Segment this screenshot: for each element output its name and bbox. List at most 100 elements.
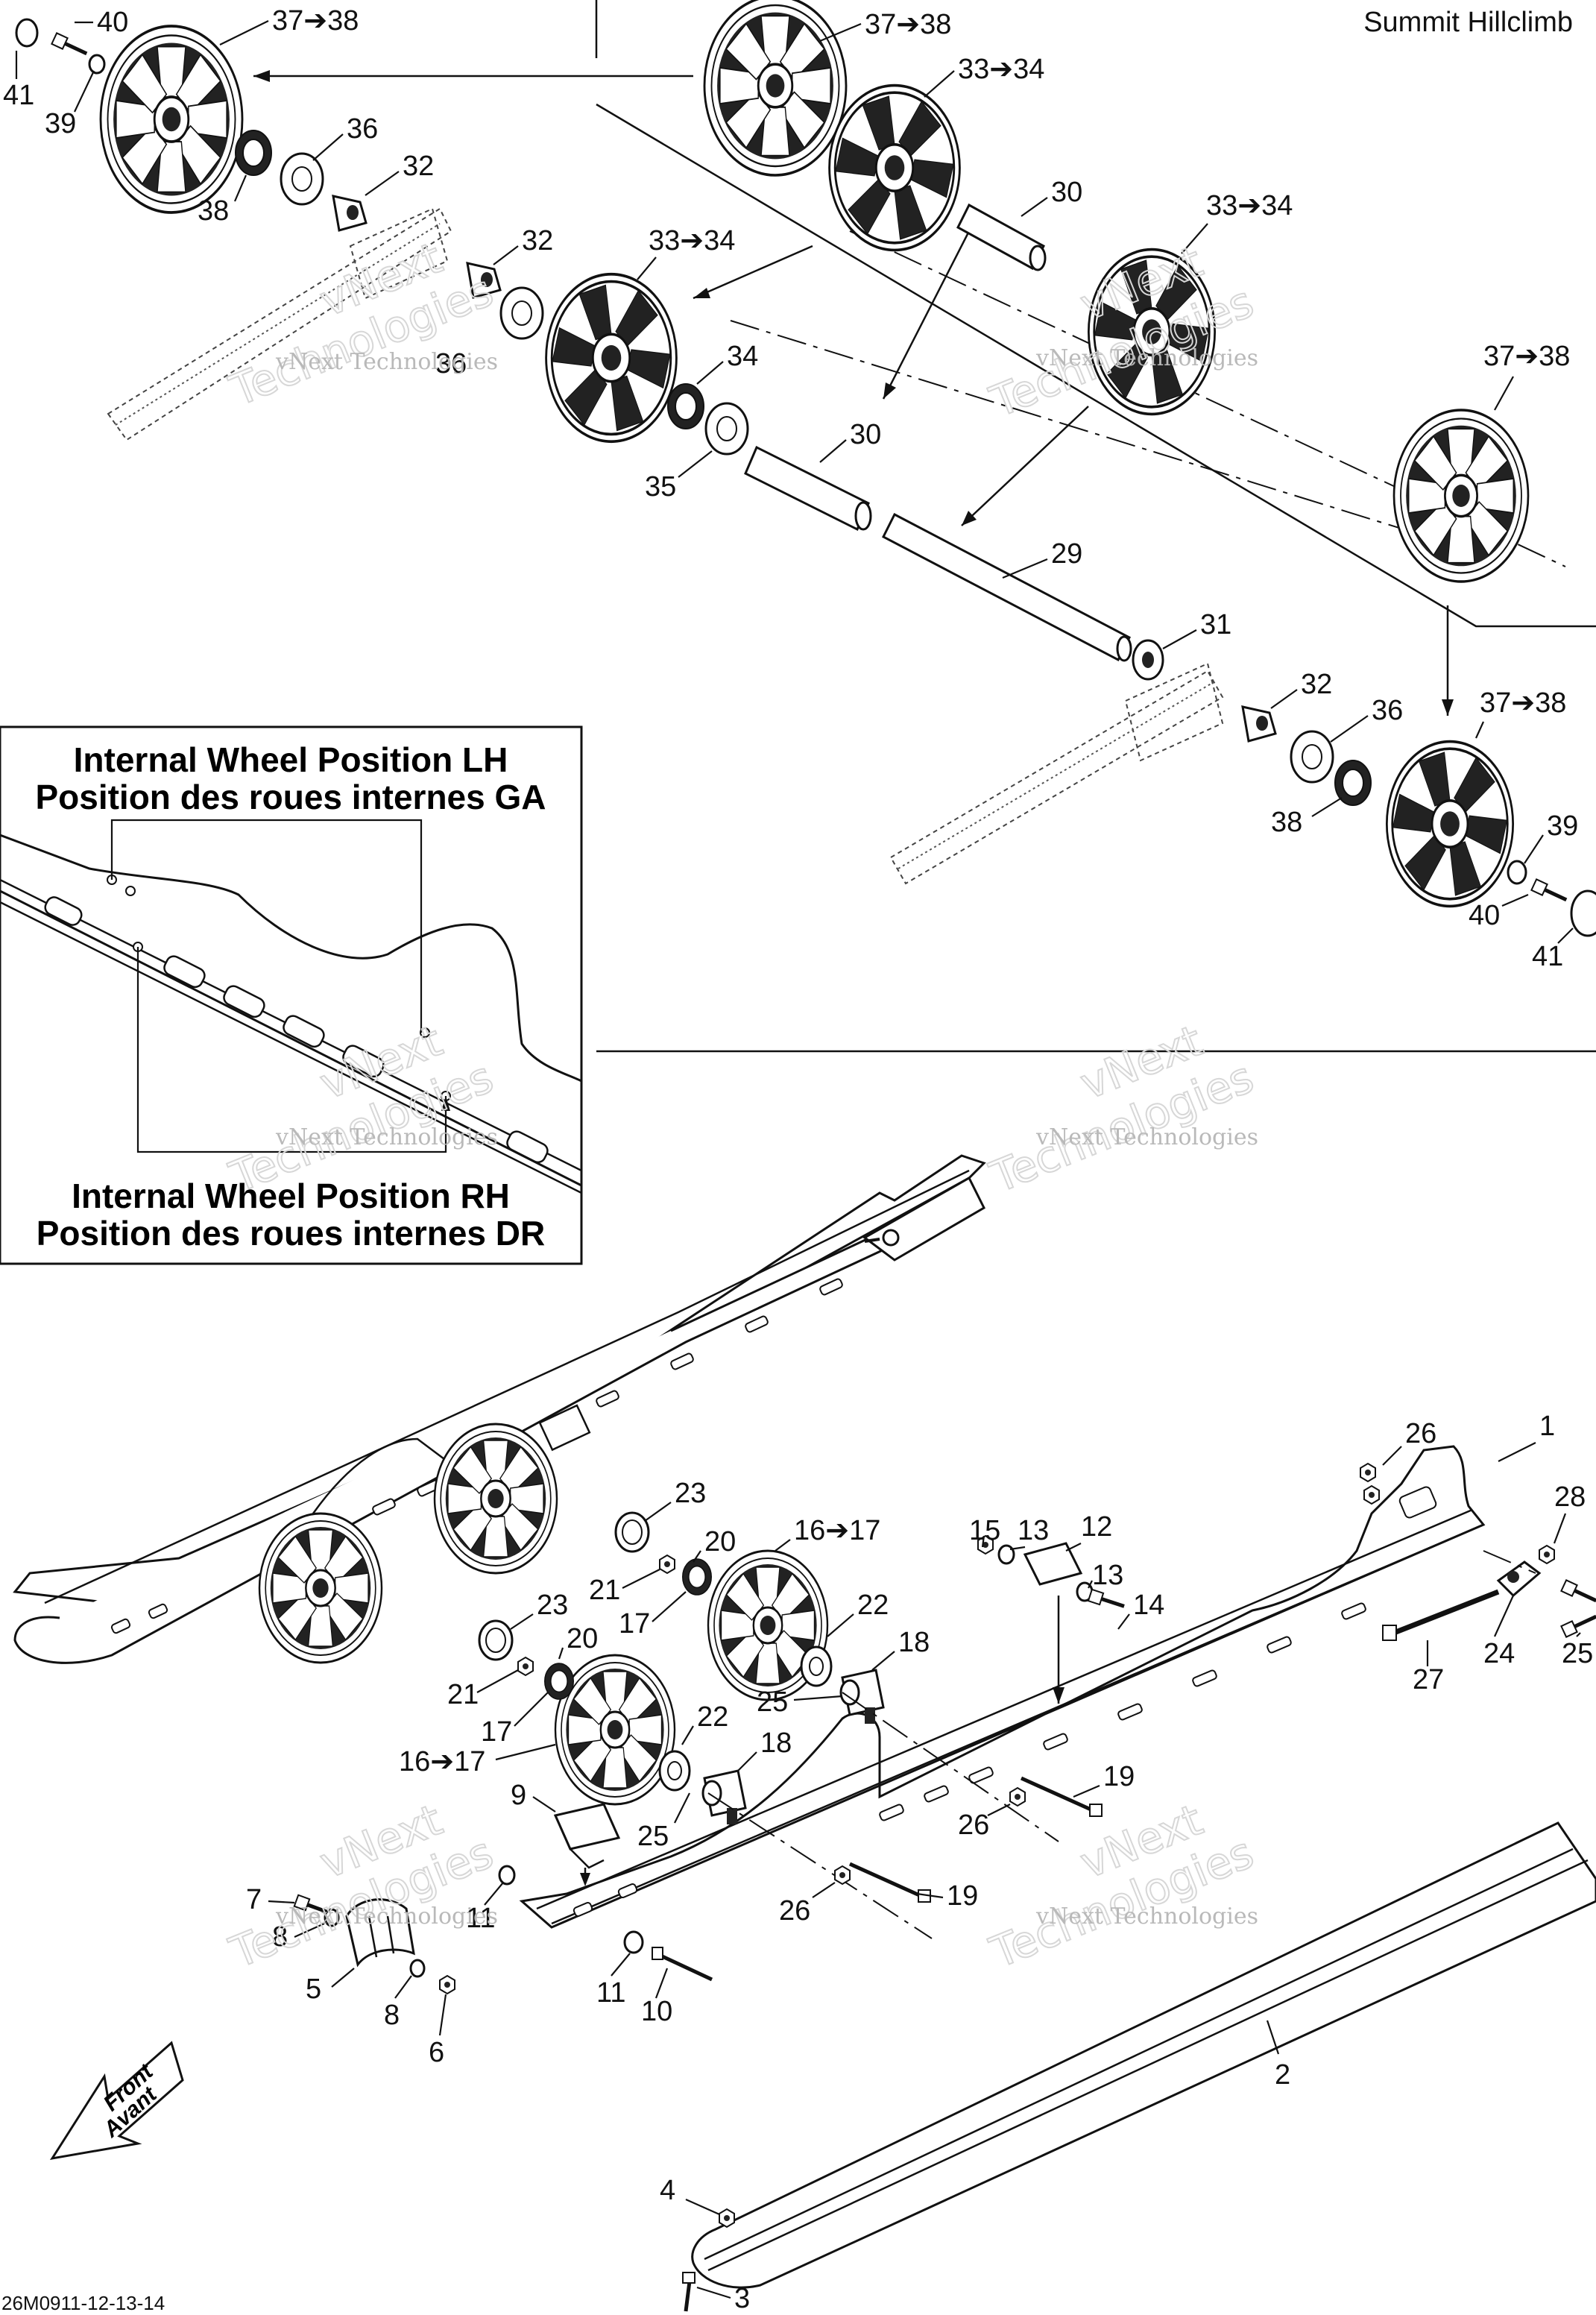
ring-23-upper [614,1511,650,1553]
callout-17: 17 [619,1608,650,1640]
callout-9: 9 [511,1780,526,1811]
callout-25: 25 [757,1686,788,1718]
nut-6 [439,1975,455,1994]
callout-25: 25 [637,1821,669,1852]
callout-23: 23 [675,1478,706,1509]
wheel-37-38-right [1392,409,1530,583]
bolt-10 [652,1947,713,1982]
bearing-20-upper [681,1558,713,1596]
svg-text:vNext Technologies: vNext Technologies [275,1124,498,1150]
spacer-tube-30-top [956,203,1047,271]
callout-1: 1 [1539,1411,1555,1442]
callout-20: 20 [567,1623,598,1654]
callout-33-34: 33➔34 [649,225,735,256]
slider-2 [691,1821,1596,2289]
callout-32: 32 [522,225,553,256]
callout-27: 27 [1413,1664,1444,1695]
washer-36-center [499,286,544,340]
rail-section-upper-left [107,207,452,441]
callout-37-38: 37➔38 [1483,341,1570,372]
bolt-25-b [1561,1611,1596,1637]
callout-36: 36 [1372,695,1403,726]
bolt-27 [1382,1589,1500,1641]
callout-21: 21 [589,1575,620,1606]
callout-26: 26 [779,1895,810,1927]
callout-29: 29 [1051,538,1082,570]
bolt-19-upper [1020,1776,1103,1817]
callout-6: 6 [429,2037,444,2068]
callout-25: 25 [1562,1638,1593,1669]
wheel-37-38-top-left [99,25,244,214]
nut-26-upper-right-2 [1363,1485,1380,1505]
callout-39: 39 [45,108,76,139]
nut-26-low [834,1865,851,1885]
nut-4 [719,2208,735,2228]
washer-36-top-left [280,152,324,206]
callout-2: 2 [1275,2059,1290,2091]
callout-38: 38 [198,195,229,227]
callout-28: 28 [1554,1481,1586,1513]
svg-text:vNext Technologies: vNext Technologies [275,1903,498,1930]
svg-text:vNext Technologies: vNext Technologies [275,349,498,375]
washer-39-top-left [88,54,106,75]
callout-23: 23 [537,1590,568,1621]
inset-title-lh-fr: Position des roues internes GA [35,778,546,816]
callout-18: 18 [760,1727,792,1759]
callout-30: 30 [1051,177,1082,208]
washer-35-center [704,402,749,456]
callout-3: 3 [734,2283,750,2314]
page-title: Summit Hillclimb [1363,7,1573,38]
nut-28 [1539,1545,1555,1564]
washer-13-left [997,1544,1015,1565]
rail-1 [519,1445,1486,1929]
stopper-12 [1023,1542,1083,1586]
washer-22-upper [800,1645,833,1687]
wheel-37-38-lower-right [1385,740,1515,908]
callout-13: 13 [1018,1515,1049,1546]
callout-32: 32 [403,151,434,182]
svg-text:vNext Technologies: vNext Technologies [1035,1124,1258,1150]
bracket-5 [345,1898,415,1968]
nut-21-upper [659,1555,675,1574]
callout-41: 41 [3,80,34,111]
washer-31 [1132,639,1164,681]
callout-13: 13 [1092,1560,1123,1591]
spacer-32-right [1241,705,1277,743]
washer-8-right [409,1959,426,1978]
washer-36-right [1290,730,1334,784]
bracket-18-lower [701,1769,747,1824]
wheel-33-34-center [544,272,678,444]
bolt-19-lower [848,1862,931,1903]
ring-23-lower [478,1619,514,1661]
callout-22: 22 [697,1701,728,1733]
wheel-assembled-right [433,1423,558,1575]
svg-text:vNext Technologies: vNext Technologies [1035,1903,1258,1930]
callout-41: 41 [1532,941,1563,972]
callout-40: 40 [1469,900,1500,931]
washer-22-lower [658,1750,691,1792]
callout-22: 22 [857,1590,889,1621]
front-arrow: Front Avant [49,2041,184,2161]
callout-4: 4 [660,2175,675,2206]
bolt-14 [1088,1590,1126,1612]
bolt-40-right [1531,879,1568,905]
callouts-top: 40 41 39 37➔38 37➔38 33➔34 36 32 38 32 3… [3,5,1578,972]
watermark-4: vNext Technologies vNext Technologies [982,1014,1261,1203]
bearing-20-lower [543,1663,575,1700]
wheel-37-38-top-center [703,0,848,177]
callout-12: 12 [1081,1511,1112,1543]
callout-19: 19 [1103,1761,1135,1792]
bolt-40-top-left [51,33,89,59]
callout-5: 5 [306,1974,321,2005]
callout-8: 8 [272,1921,288,1953]
callout-15: 15 [969,1515,1000,1546]
bearing-38-top-left [235,130,272,176]
washer-11-lower [623,1930,644,1954]
callout-11: 11 [466,1903,495,1934]
bracket-18-upper [839,1669,885,1724]
callout-16-17: 16➔17 [794,1515,880,1546]
cap-41-right [1570,889,1596,937]
callout-14: 14 [1133,1590,1164,1621]
callout-7: 7 [246,1884,262,1915]
callout-31: 31 [1200,609,1231,640]
